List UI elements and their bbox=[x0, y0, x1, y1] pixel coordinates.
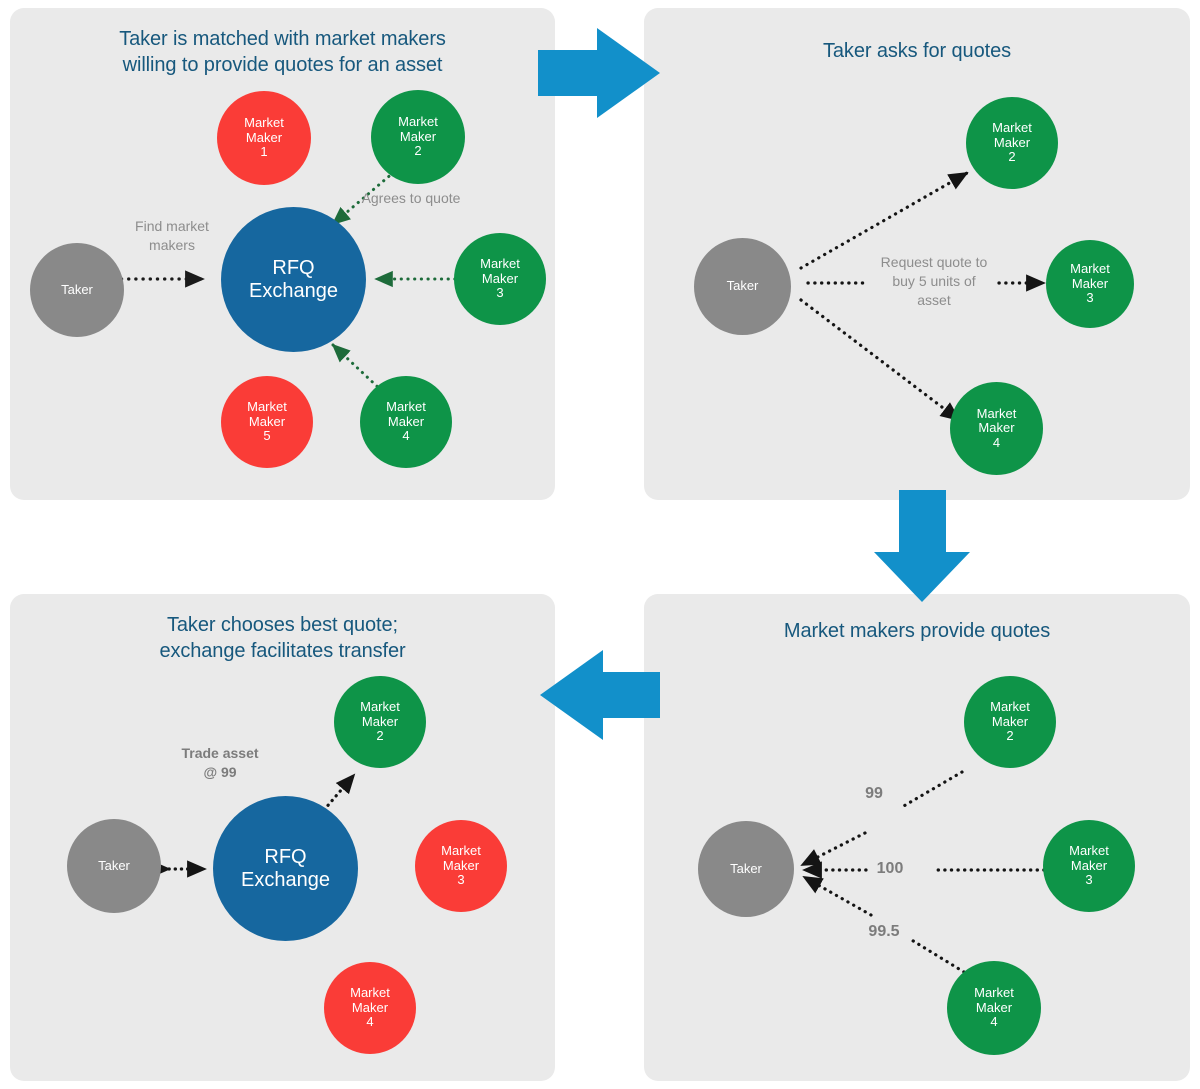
label-request-quote: Request quote to buy 5 units of asset bbox=[880, 254, 988, 308]
label-quote-99: 99 bbox=[865, 785, 883, 802]
node-market-maker-2[interactable]: Market Maker 2 bbox=[334, 676, 426, 768]
node-taker[interactable]: Taker bbox=[694, 238, 791, 335]
label-quote-99-5: 99.5 bbox=[868, 923, 900, 940]
panel-3-title: Taker chooses best quote; exchange facil… bbox=[159, 614, 406, 662]
panel-4-title: Market makers provide quotes bbox=[783, 620, 1051, 642]
node-market-maker-4[interactable]: Market Maker 4 bbox=[950, 382, 1043, 475]
edge-exchange-mm2-bidirectional bbox=[305, 773, 356, 830]
flow-arrow-down-icon bbox=[874, 490, 970, 602]
label-find-market-makers: Find market makers bbox=[135, 218, 209, 253]
node-market-maker-2[interactable]: Market Maker 2 bbox=[371, 90, 465, 184]
node-taker[interactable]: Taker bbox=[698, 821, 794, 917]
node-market-maker-4[interactable]: Market Maker 4 bbox=[360, 376, 452, 468]
node-market-maker-3[interactable]: Market Maker 3 bbox=[415, 820, 507, 912]
node-market-maker-3[interactable]: Market Maker 3 bbox=[454, 233, 546, 325]
node-market-maker-1[interactable]: Market Maker 1 bbox=[217, 91, 311, 185]
node-market-maker-5[interactable]: Market Maker 5 bbox=[221, 376, 313, 468]
node-taker[interactable]: Taker bbox=[67, 819, 161, 913]
panel-step-1: Taker is matched with market makers will… bbox=[10, 8, 555, 500]
flow-arrow-left-icon bbox=[540, 650, 660, 740]
edge-mm4-to-taker-near bbox=[802, 875, 873, 917]
panel-step-4: Taker chooses best quote; exchange facil… bbox=[10, 594, 555, 1081]
panel-step-3: Market makers provide quotes Taker Marke… bbox=[644, 594, 1190, 1081]
edge-mm2-to-taker-far bbox=[900, 770, 964, 809]
edge-mm2-to-taker-near bbox=[800, 831, 867, 867]
edge-taker-to-mm4 bbox=[799, 298, 961, 422]
node-rfq-exchange[interactable]: RFQ Exchange bbox=[221, 207, 366, 352]
label-trade-asset: Trade asset @ 99 bbox=[181, 745, 259, 780]
edge-mm4-to-taker-far bbox=[908, 937, 966, 974]
panel-1-title: Taker is matched with market makers will… bbox=[119, 28, 446, 76]
node-taker[interactable]: Taker bbox=[30, 243, 124, 337]
node-rfq-exchange[interactable]: RFQ Exchange bbox=[213, 796, 358, 941]
panel-2-title: Taker asks for quotes bbox=[823, 40, 1011, 62]
flow-arrow-right-icon bbox=[538, 28, 660, 118]
node-market-maker-2[interactable]: Market Maker 2 bbox=[964, 676, 1056, 768]
node-market-maker-4[interactable]: Market Maker 4 bbox=[947, 961, 1041, 1055]
node-market-maker-4[interactable]: Market Maker 4 bbox=[324, 962, 416, 1054]
edge-mm4-to-exchange bbox=[331, 343, 384, 393]
label-agrees-to-quote: Agrees to quote bbox=[361, 190, 461, 206]
node-market-maker-2[interactable]: Market Maker 2 bbox=[966, 97, 1058, 189]
node-market-maker-3[interactable]: Market Maker 3 bbox=[1046, 240, 1134, 328]
label-quote-100: 100 bbox=[876, 860, 904, 877]
node-market-maker-3[interactable]: Market Maker 3 bbox=[1043, 820, 1135, 912]
panel-step-2: Taker asks for quotes Taker Market Maker… bbox=[644, 8, 1190, 500]
